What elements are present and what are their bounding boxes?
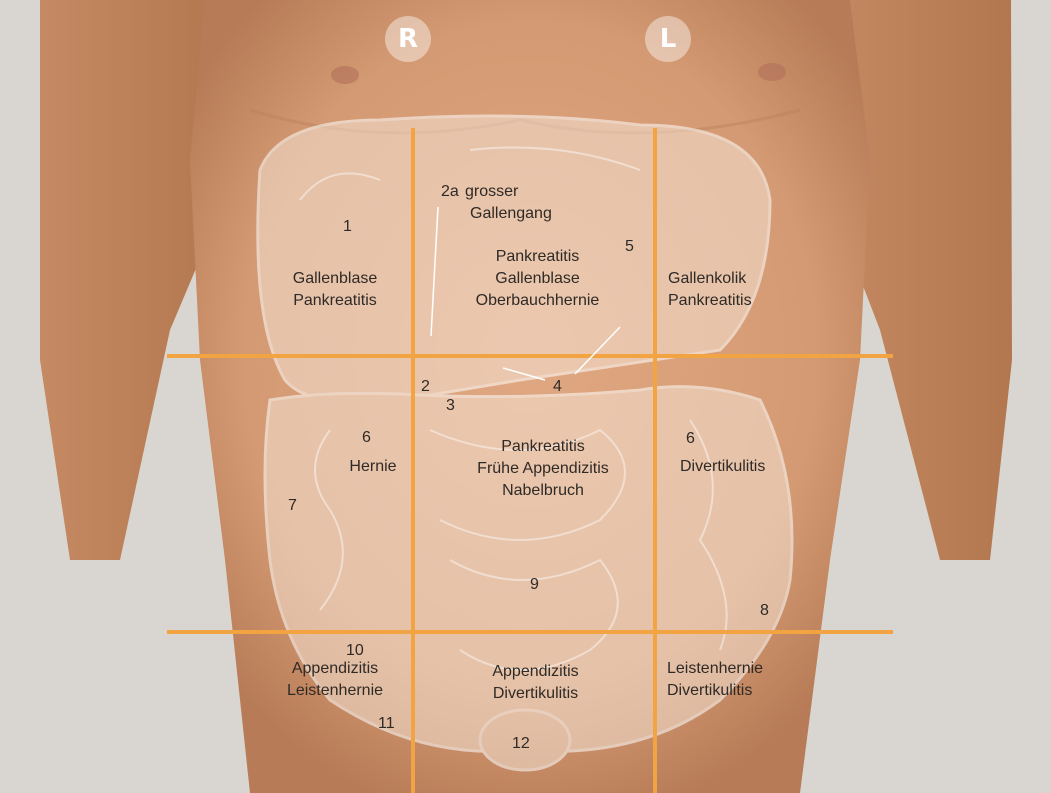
label-line: Pankreatitis <box>280 290 390 312</box>
region-right-flank-label: Hernie <box>338 456 408 478</box>
label-line: Frühe Appendizitis <box>448 458 638 480</box>
label-line: Divertikulitis <box>667 680 802 702</box>
region-left-flank-label: Divertikulitis <box>680 456 810 478</box>
label-line: Gallenblase <box>280 268 390 290</box>
region-number-12: 12 <box>512 734 530 754</box>
label-line: Pankreatitis <box>668 290 788 312</box>
label-line: Gallenblase <box>450 268 625 290</box>
region-2a-line: Gallengang <box>470 203 552 225</box>
region-2a-label: grosser <box>465 181 518 203</box>
region-lower-right-label: Appendizitis Leistenhernie <box>270 658 400 702</box>
region-number-4: 4 <box>553 377 562 397</box>
label-line: Leistenhernie <box>270 680 400 702</box>
region-number-6-left: 6 <box>686 429 695 449</box>
region-upper-left-label: Gallenkolik Pankreatitis <box>668 268 788 312</box>
label-line: Nabelbruch <box>448 480 638 502</box>
region-upper-right-label: Gallenblase Pankreatitis <box>280 268 390 312</box>
region-number-11: 11 <box>378 714 395 734</box>
label-line: Leistenhernie <box>667 658 802 680</box>
region-suprapubic-label: Appendizitis Divertikulitis <box>468 661 603 705</box>
label-line: Pankreatitis <box>450 246 625 268</box>
region-lower-left-label: Leistenhernie Divertikulitis <box>667 658 802 702</box>
label-line: Oberbauchhernie <box>450 290 625 312</box>
label-line: Appendizitis <box>270 658 400 680</box>
region-number-2a: 2a <box>441 182 459 202</box>
region-2a-line: grosser <box>465 181 518 203</box>
right-side-marker: R <box>385 16 431 62</box>
right-nipple <box>331 66 359 84</box>
region-2a-label-2: Gallengang <box>470 203 552 225</box>
region-number-7: 7 <box>288 496 297 516</box>
label-line: Pankreatitis <box>448 436 638 458</box>
label-line: Gallenkolik <box>668 268 788 290</box>
region-number-5: 5 <box>625 237 634 257</box>
left-nipple <box>758 63 786 81</box>
region-number-3: 3 <box>446 396 455 416</box>
label-line: Divertikulitis <box>468 683 603 705</box>
region-number-1: 1 <box>343 217 352 237</box>
region-umbilical-label: Pankreatitis Frühe Appendizitis Nabelbru… <box>448 436 638 502</box>
region-number-2: 2 <box>421 377 430 397</box>
left-side-marker: L <box>645 16 691 62</box>
region-number-6-right: 6 <box>362 428 371 448</box>
label-line: Appendizitis <box>468 661 603 683</box>
region-number-9: 9 <box>530 575 539 595</box>
region-epigastric-label: Pankreatitis Gallenblase Oberbauchhernie <box>450 246 625 312</box>
region-number-8: 8 <box>760 601 769 621</box>
